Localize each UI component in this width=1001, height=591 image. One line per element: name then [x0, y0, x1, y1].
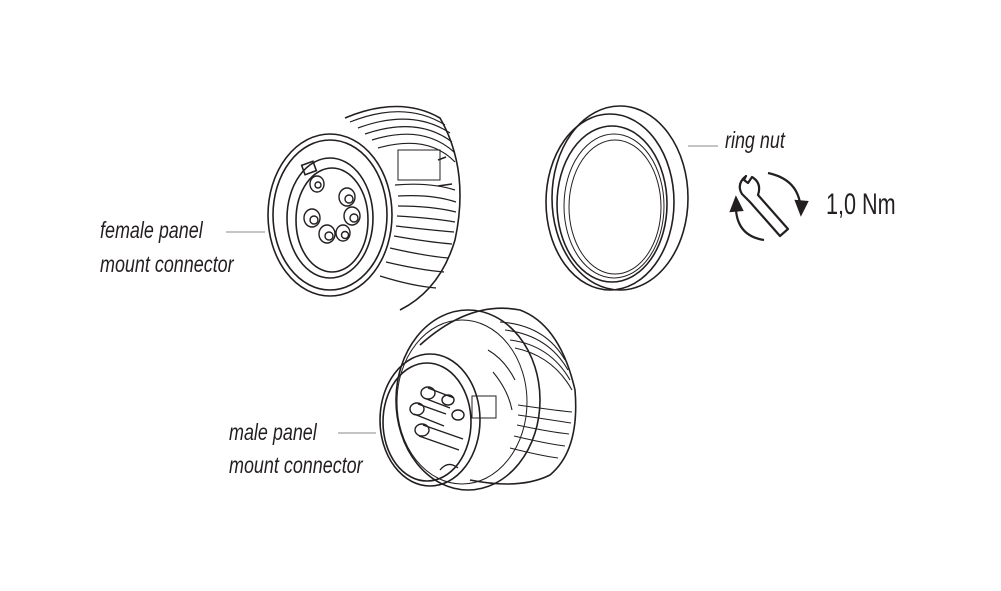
female-panel-connector: [267, 105, 461, 311]
female-connector-label-line1: female panel: [100, 217, 203, 243]
torque-value: 1,0 Nm: [826, 188, 896, 221]
male-panel-connector: [379, 307, 577, 491]
wrench-icon: [738, 174, 790, 238]
leader-lines: [226, 145, 718, 434]
ring-nut-label: ring nut: [725, 127, 785, 153]
female-connector-label-line2: mount connector: [100, 251, 234, 277]
ring-nut: [545, 105, 689, 291]
rotate-arrows-icon: [729, 171, 809, 242]
male-connector-label-line2: mount connector: [229, 452, 363, 478]
male-connector-label-line1: male panel: [229, 419, 317, 445]
